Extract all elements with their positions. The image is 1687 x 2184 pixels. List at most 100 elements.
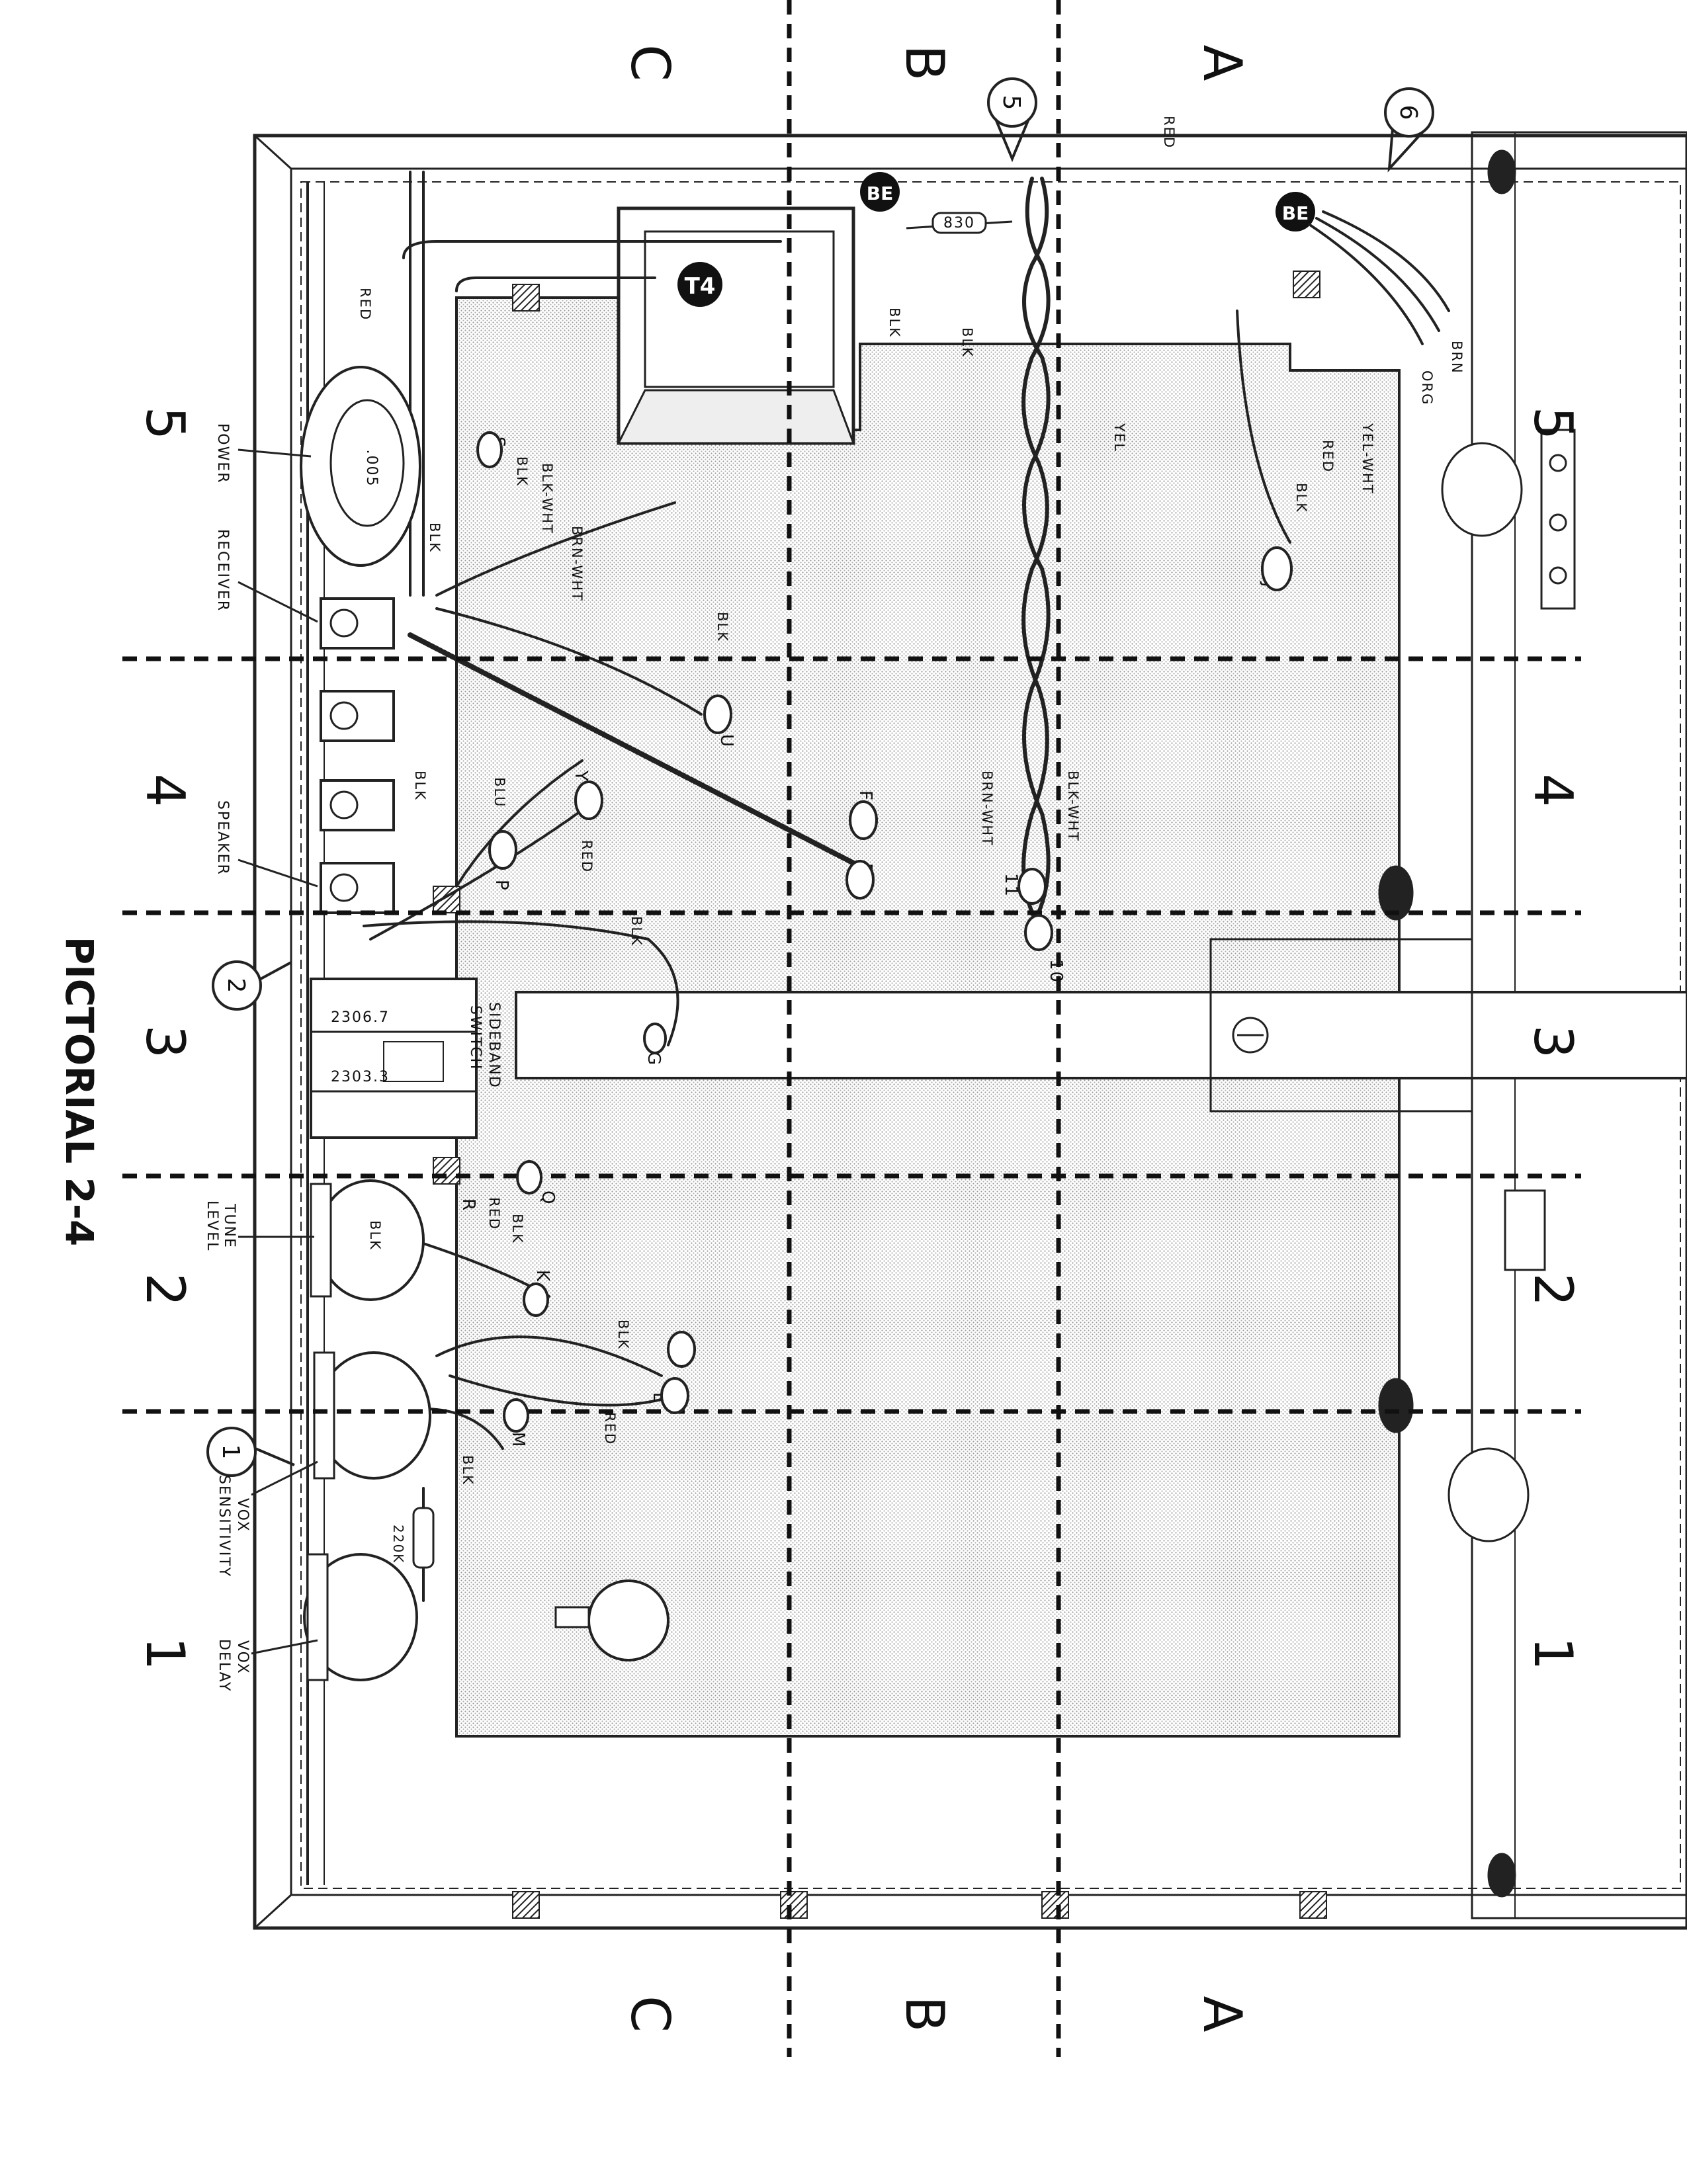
r220k-label: 220K xyxy=(390,1525,406,1564)
svg-text:F: F xyxy=(855,790,875,802)
lug-pads xyxy=(476,431,1293,1433)
svg-text:P: P xyxy=(492,880,511,892)
callout-5: 5 xyxy=(987,77,1037,163)
svg-text:BLK: BLK xyxy=(367,1220,383,1251)
svg-text:.005: .005 xyxy=(363,450,380,487)
resistor-830: 830 xyxy=(906,212,1013,234)
svg-text:ORG: ORG xyxy=(1419,370,1435,405)
vox-delay-label-1: VOX xyxy=(234,1640,251,1675)
board-trimmer xyxy=(554,1579,670,1661)
svg-text:4: 4 xyxy=(1522,774,1584,808)
receiver-jack[interactable] xyxy=(320,597,395,650)
svg-text:BLK: BLK xyxy=(412,771,428,801)
speaker-jack[interactable] xyxy=(320,862,395,914)
vox-sensitivity-pot[interactable] xyxy=(313,1351,431,1480)
switch-shaft xyxy=(515,991,1687,1079)
vox-delay-label-2: DELAY xyxy=(216,1639,232,1692)
jack-3[interactable] xyxy=(320,779,395,831)
svg-text:BE: BE xyxy=(1282,202,1309,224)
svg-text:RED: RED xyxy=(602,1412,618,1445)
svg-text:YEL: YEL xyxy=(1111,423,1127,452)
pot-2306-label: 2306.7 xyxy=(331,1009,390,1026)
pot-values: 2306.7 2303.3 220K xyxy=(331,1009,406,1564)
svg-text:5: 5 xyxy=(1522,407,1584,441)
svg-text:6: 6 xyxy=(1395,105,1422,120)
svg-text:10: 10 xyxy=(1046,959,1066,984)
svg-text:830: 830 xyxy=(943,215,975,231)
svg-text:BLK: BLK xyxy=(959,327,975,358)
power-switch[interactable]: .005 xyxy=(300,366,421,567)
svg-text:2: 2 xyxy=(222,978,249,993)
svg-text:BLK: BLK xyxy=(427,523,443,553)
t4-label: T4 xyxy=(685,273,716,300)
svg-text:BRN-WHT: BRN-WHT xyxy=(979,771,995,847)
svg-text:BLK: BLK xyxy=(509,1214,525,1244)
grid-lines xyxy=(122,0,1581,2057)
transformer-t4: T4 xyxy=(617,206,855,445)
jack-2[interactable] xyxy=(320,690,395,742)
callout-1: 1 xyxy=(206,1427,295,1477)
svg-text:RED: RED xyxy=(1161,116,1177,149)
svg-text:M: M xyxy=(508,1432,528,1448)
svg-text:G: G xyxy=(644,1052,664,1066)
svg-text:RED: RED xyxy=(579,840,595,873)
svg-text:1: 1 xyxy=(1522,1637,1584,1671)
resistor-220k xyxy=(412,1507,435,1569)
vox-sens-label-2: SENSITIVITY xyxy=(216,1475,232,1577)
svg-text:BLK-WHT: BLK-WHT xyxy=(539,463,555,534)
svg-text:BLK: BLK xyxy=(1293,483,1309,513)
svg-text:5: 5 xyxy=(134,407,196,441)
svg-text:A: A xyxy=(1191,1996,1253,2033)
svg-text:BLK: BLK xyxy=(460,1455,476,1486)
control-labels: POWER RECEIVER SPEAKER SIDEBAND SWITCH T… xyxy=(204,423,502,1692)
svg-text:BRN: BRN xyxy=(1449,341,1465,374)
svg-text:Y: Y xyxy=(571,770,591,782)
svg-text:5: 5 xyxy=(998,95,1025,110)
svg-text:BE: BE xyxy=(867,183,893,204)
svg-text:C: C xyxy=(619,44,681,81)
vox-delay-pot[interactable] xyxy=(303,1553,418,1681)
sideband-switch[interactable] xyxy=(310,978,478,1139)
tune-label-1: TUNE xyxy=(221,1203,238,1249)
rail-hardware xyxy=(1378,149,1576,1898)
svg-text:BLK: BLK xyxy=(628,916,644,946)
callout-2: 2 xyxy=(212,960,292,1011)
svg-text:2: 2 xyxy=(1522,1273,1584,1307)
svg-text:1: 1 xyxy=(217,1445,244,1460)
power-label: POWER xyxy=(214,423,231,484)
pictorial-title: PICTORIAL 2-4 xyxy=(57,937,102,1247)
grid-labels: A B C A B C 5 4 3 2 1 5 4 3 2 1 xyxy=(134,44,1584,2033)
socket-be-right: BE xyxy=(1276,192,1315,231)
svg-text:RED: RED xyxy=(486,1197,502,1230)
wire-labels: RED RED BLK BLK BRN ORG YEL-WHT RED BLK … xyxy=(357,116,1465,1486)
pot-2303-label: 2303.3 xyxy=(331,1069,390,1085)
svg-text:11: 11 xyxy=(1001,873,1021,898)
svg-text:RED: RED xyxy=(357,288,373,321)
svg-text:K: K xyxy=(533,1270,552,1282)
svg-text:BLU: BLU xyxy=(492,777,507,808)
svg-text:3: 3 xyxy=(134,1025,196,1059)
tune-level-pot[interactable] xyxy=(310,1179,425,1301)
callout-6: 6 xyxy=(1384,87,1434,173)
svg-text:C: C xyxy=(619,1995,681,2033)
socket-be-top: BE xyxy=(860,172,900,212)
svg-text:BLK: BLK xyxy=(514,456,530,487)
svg-text:BRN-WHT: BRN-WHT xyxy=(569,526,585,602)
svg-text:U: U xyxy=(716,734,736,748)
svg-text:1: 1 xyxy=(134,1637,196,1671)
svg-text:4: 4 xyxy=(134,774,196,808)
svg-text:2: 2 xyxy=(134,1273,196,1307)
receiver-label: RECEIVER xyxy=(214,529,231,612)
svg-text:BLK: BLK xyxy=(714,612,730,642)
sideband-label-1: SIDEBAND xyxy=(486,1002,502,1089)
svg-text:A: A xyxy=(1191,45,1253,81)
vox-sens-label-1: VOX xyxy=(234,1498,251,1533)
speaker-label: SPEAKER xyxy=(214,800,231,876)
svg-text:R: R xyxy=(458,1198,478,1212)
svg-text:3: 3 xyxy=(1522,1025,1584,1059)
svg-text:B: B xyxy=(894,1996,955,2033)
svg-text:Q: Q xyxy=(538,1191,558,1205)
svg-text:BLK: BLK xyxy=(887,308,902,338)
svg-text:BLK: BLK xyxy=(615,1320,631,1350)
